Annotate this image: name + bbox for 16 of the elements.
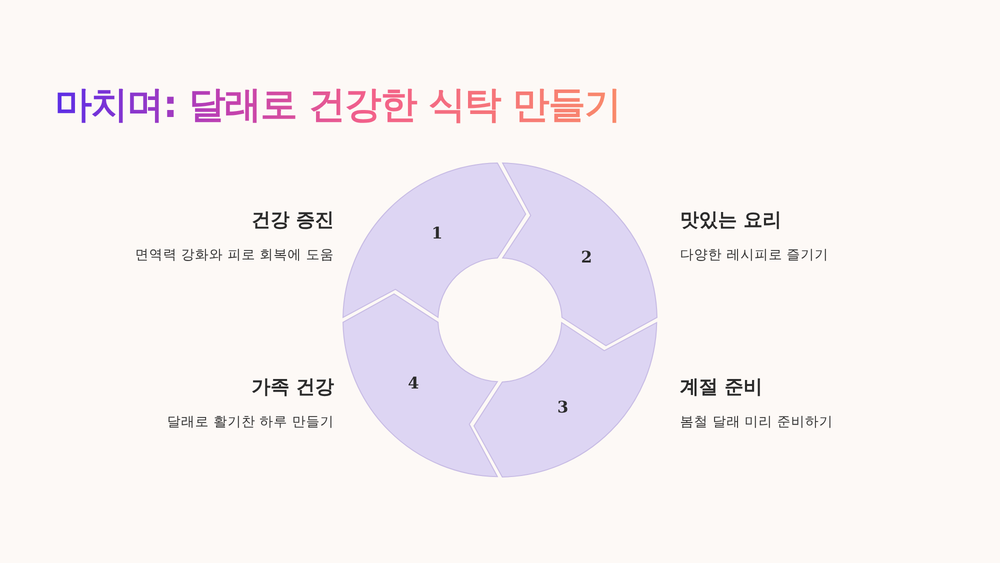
step-number: 1 bbox=[432, 224, 443, 243]
ring-segment bbox=[500, 163, 657, 346]
ring-segment bbox=[474, 320, 657, 477]
step-description: 봄철 달래 미리 준비하기 bbox=[680, 413, 833, 431]
step-number: 3 bbox=[557, 397, 568, 416]
step-number: 4 bbox=[408, 373, 419, 392]
step-heading: 건강 증진 bbox=[251, 208, 334, 233]
step-number: 2 bbox=[581, 248, 592, 267]
step-description: 달래로 활기찬 하루 만들기 bbox=[167, 413, 334, 431]
ring-segment bbox=[343, 294, 500, 477]
ring-segment bbox=[343, 163, 526, 320]
step-heading: 계절 준비 bbox=[680, 375, 763, 400]
step-description: 면역력 강화와 피로 회복에 도움 bbox=[134, 246, 334, 264]
step-heading: 가족 건강 bbox=[251, 375, 334, 400]
step-heading: 맛있는 요리 bbox=[680, 208, 782, 233]
step-description: 다양한 레시피로 즐기기 bbox=[680, 246, 829, 264]
